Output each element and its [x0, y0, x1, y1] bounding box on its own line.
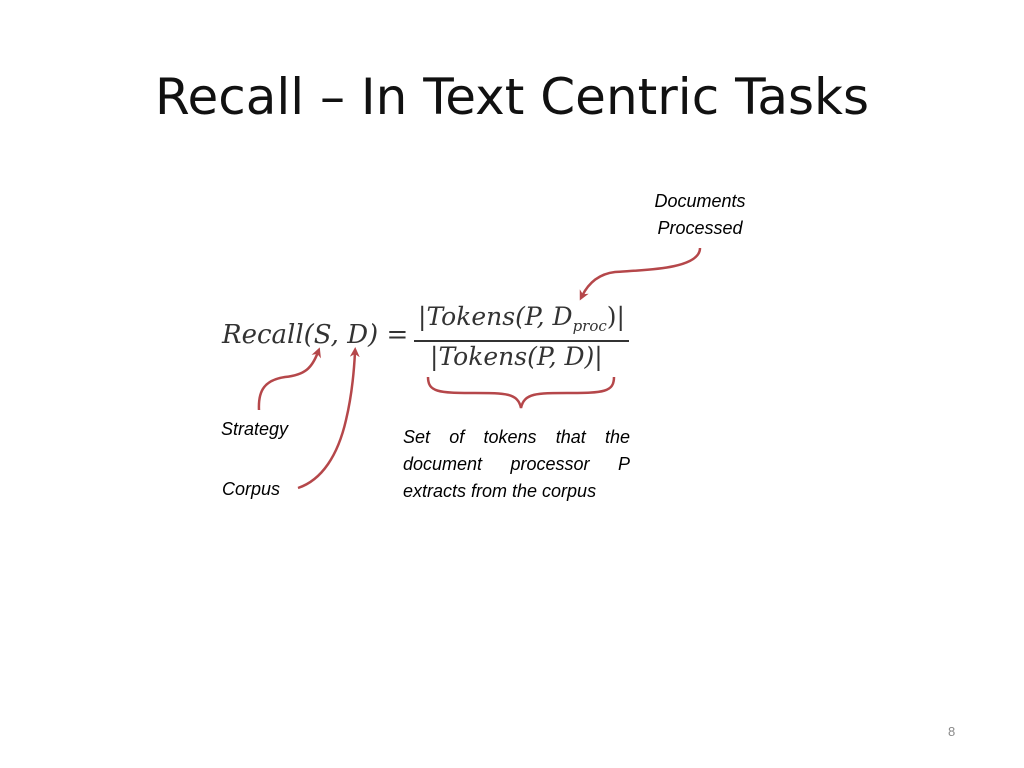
documents-processed-label: Documents Processed	[640, 188, 760, 242]
corpus-arrow	[297, 347, 360, 490]
formula-lhs-args: (S, D)	[303, 320, 379, 350]
token-set-brace	[426, 376, 616, 409]
documents-processed-line2: Processed	[657, 218, 743, 238]
recall-formula: Recall(S, D) = |Tokens(P, Dproc)| |Token…	[222, 302, 642, 380]
documents-processed-arrow	[579, 247, 702, 301]
denominator-args: (P, D)|	[527, 342, 603, 371]
strategy-arrow	[257, 347, 321, 411]
documents-processed-line1: Documents	[654, 191, 746, 211]
numerator-subscript: proc	[572, 317, 607, 335]
token-set-description: Set of tokens that the document processo…	[403, 427, 630, 501]
numerator-close: )|	[606, 302, 625, 331]
page-number: 8	[948, 724, 956, 739]
formula-denominator: |Tokens(P, D)|	[430, 342, 603, 371]
formula-numerator: |Tokens(P, Dproc)|	[418, 302, 625, 335]
denominator-open-bar: |	[430, 342, 439, 371]
formula-equals: =	[378, 320, 409, 350]
numerator-function: Tokens	[426, 302, 516, 331]
corpus-label: Corpus	[222, 479, 281, 499]
formula-lhs-function: Recall	[222, 320, 304, 350]
denominator-function: Tokens	[438, 342, 528, 371]
numerator-args: (P, D	[515, 302, 573, 331]
formula-lhs: Recall(S, D) =	[222, 320, 408, 350]
fraction-bar	[414, 340, 629, 342]
numerator-open-bar: |	[418, 302, 427, 331]
strategy-label: Strategy	[221, 419, 289, 439]
slide-title: Recall – In Text Centric Tasks	[154, 68, 870, 126]
